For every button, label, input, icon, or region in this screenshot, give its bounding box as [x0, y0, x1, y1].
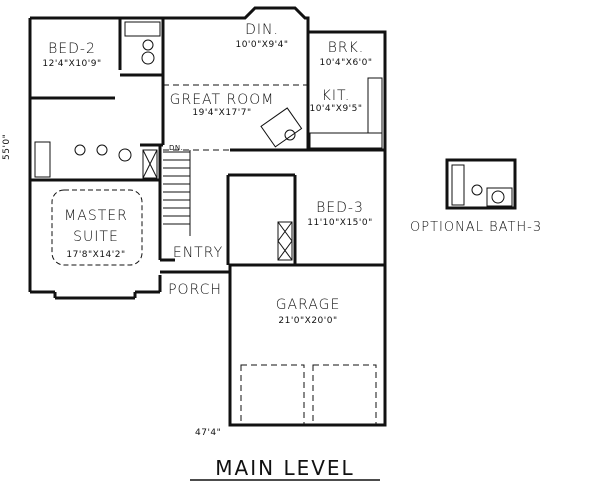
exterior-wall [30, 6, 387, 150]
room-name-master-line2: SUITE [73, 229, 119, 245]
room-size-bed-2: 12'4"X10'9" [42, 59, 102, 69]
room-name-breakfast: BRK. [327, 40, 365, 56]
room-name-bed-2: BED-2 [48, 41, 96, 57]
room-size-kitchen: 10'4"X9'5" [309, 104, 363, 114]
room-name-bed-3: BED-3 [316, 200, 364, 216]
room-size-bed-3: 11'10"X15'0" [307, 218, 373, 228]
room-name-garage: GARAGE [275, 297, 341, 313]
garage-door-right [312, 364, 377, 426]
optional-bath-drawing [445, 158, 517, 210]
room-name-dining: DIN. [245, 22, 279, 38]
stair-down-label: DN. [169, 144, 184, 152]
room-size-garage: 21'0"X20'0" [278, 316, 338, 326]
overall-depth-dimension: 55'0" [2, 133, 12, 160]
room-name-great-room: GREAT ROOM [169, 92, 275, 108]
garage-door-left [240, 364, 305, 426]
room-name-kitchen: KIT. [321, 88, 351, 104]
garage-wall [228, 263, 387, 427]
room-name-entry: ENTRY [172, 245, 224, 261]
room-size-dining: 10'0"X9'4" [235, 40, 289, 50]
room-name-porch: PORCH [168, 282, 222, 298]
room-name-master-line1: MASTER [64, 208, 128, 224]
optional-bath-label: OPTIONAL BATH-3 [410, 220, 543, 235]
plan-title: MAIN LEVEL [215, 456, 355, 480]
room-size-great-room: 19'4"X17'7" [192, 108, 252, 118]
master-ceiling-outline [51, 189, 143, 266]
room-size-master: 17'8"X14'2" [66, 250, 126, 260]
stairs [163, 150, 191, 236]
overall-width-dimension: 47'4" [195, 428, 222, 438]
room-size-breakfast: 10'4"X6'0" [319, 58, 373, 68]
